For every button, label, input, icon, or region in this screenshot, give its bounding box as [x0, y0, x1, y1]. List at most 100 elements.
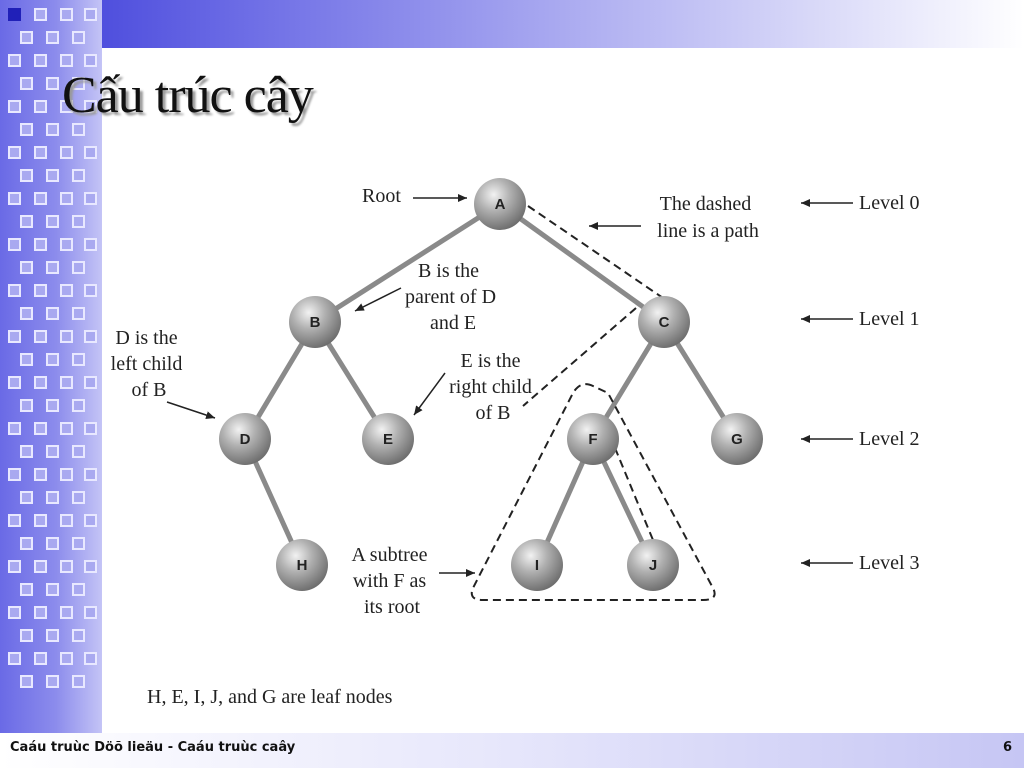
node-label: H [297, 557, 308, 574]
slide-title: Cấu trúc cây [62, 67, 314, 124]
decorative-tile [8, 468, 21, 481]
decorative-tile [34, 100, 47, 113]
top-decoration-band [0, 0, 1024, 48]
edge-a-b [313, 201, 502, 325]
decorative-tile [72, 169, 85, 182]
decorative-tile [8, 376, 21, 389]
decorative-tile [72, 123, 85, 136]
decorative-tile [34, 192, 47, 205]
decorative-tile [60, 284, 73, 297]
decorative-tile [60, 330, 73, 343]
decorative-tile [8, 560, 21, 573]
decorative-tile [20, 583, 33, 596]
right-child-note-line-3: of B [476, 402, 511, 424]
decorative-tile [34, 422, 47, 435]
decorative-tile [8, 652, 21, 665]
node-circle [289, 296, 341, 348]
decorative-tile [20, 629, 33, 642]
node-circle [567, 413, 619, 465]
decorative-tile [84, 422, 97, 435]
node-a: A [474, 178, 526, 230]
decorative-tile [72, 583, 85, 596]
decorative-tile [34, 8, 47, 21]
left-child-note: D is the left child of B [111, 327, 188, 401]
decorative-tile [8, 514, 21, 527]
node-circle [627, 539, 679, 591]
node-label: B [310, 314, 321, 331]
subtree-note-line-2: with F as [353, 570, 427, 592]
decorative-tile [72, 491, 85, 504]
node-b: B [289, 296, 341, 348]
decorative-tile [34, 468, 47, 481]
decorative-tile [60, 8, 73, 21]
decorative-tile [72, 261, 85, 274]
edge-a-c [498, 201, 666, 325]
decorative-tile [84, 330, 97, 343]
footer-bar [0, 733, 1024, 768]
decorative-tile [84, 238, 97, 251]
decorative-tile [34, 54, 47, 67]
node-d: D [219, 413, 271, 465]
decorative-tile [8, 330, 21, 343]
decorative-tile [8, 422, 21, 435]
decorative-tile [60, 192, 73, 205]
decorative-tile [46, 399, 59, 412]
node-circle [511, 539, 563, 591]
decorative-tile [84, 100, 97, 113]
decorative-tile [46, 215, 59, 228]
decorative-tile [60, 100, 73, 113]
decorative-tile [20, 169, 33, 182]
parent-note: B is the parent of D and E [405, 260, 501, 334]
node-label: J [649, 557, 657, 574]
path-note: The dashed line is a path [657, 193, 759, 242]
node-label: I [535, 557, 539, 574]
decorative-tile [46, 31, 59, 44]
node-circle [711, 413, 763, 465]
decorative-tile [8, 192, 21, 205]
path-note-line-2: line is a path [657, 220, 759, 242]
decorative-tile [60, 54, 73, 67]
node-circle [219, 413, 271, 465]
page-number: 6 [1002, 740, 1012, 755]
parent-arrow [354, 287, 402, 312]
subtree-note-line-1: A subtree [351, 544, 427, 566]
parent-note-line-1: B is the [418, 260, 479, 282]
path-note-line-1: The dashed [660, 193, 752, 215]
decorative-tile [20, 215, 33, 228]
left-child-note-line-1: D is the [115, 327, 177, 349]
decorative-tile [46, 537, 59, 550]
decorative-tile [20, 491, 33, 504]
decorative-tile [60, 146, 73, 159]
decorative-tile [60, 422, 73, 435]
node-label: C [659, 314, 670, 331]
right-child-arrow [413, 372, 446, 416]
node-i: I [511, 539, 563, 591]
decorative-tile [46, 445, 59, 458]
node-circle [276, 539, 328, 591]
leaf-nodes-note: H, E, I, J, and G are leaf nodes [147, 686, 393, 708]
decorative-tile [46, 261, 59, 274]
decorative-tile [20, 399, 33, 412]
node-f: F [567, 413, 619, 465]
node-g: G [711, 413, 763, 465]
decorative-tile [8, 8, 21, 21]
decorative-tile [72, 445, 85, 458]
decorative-tile [46, 583, 59, 596]
decorative-tile [20, 537, 33, 550]
footer-text: Caáu truùc Döõ lieäu - Caáu truùc caây [10, 740, 296, 755]
subtree-outline [470, 383, 716, 601]
level-label: Level 2 [859, 428, 920, 450]
decorative-tile [46, 675, 59, 688]
decorative-tile [60, 238, 73, 251]
decorative-tile [20, 675, 33, 688]
node-j: J [627, 539, 679, 591]
decorative-tile [34, 652, 47, 665]
decorative-tile [84, 284, 97, 297]
parent-note-line-3: and E [430, 312, 476, 334]
decorative-tile [60, 652, 73, 665]
node-circle [638, 296, 690, 348]
node-label: D [240, 431, 251, 448]
subtree-note: A subtree with F as its root [351, 544, 432, 618]
